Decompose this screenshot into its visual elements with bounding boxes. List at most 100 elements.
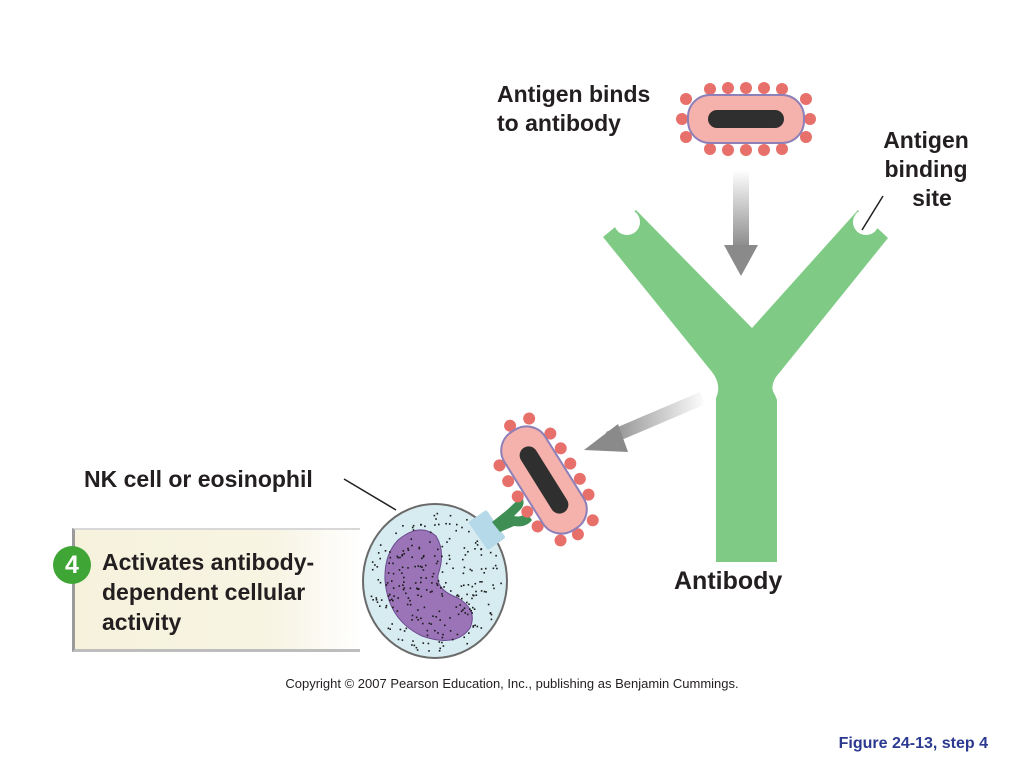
- step-callout-box: [72, 528, 360, 652]
- granule-dot: [392, 562, 394, 565]
- granule-dot: [389, 556, 392, 559]
- granule-dot: [423, 606, 426, 609]
- granule-dot: [480, 554, 483, 556]
- granule-dot: [411, 614, 414, 617]
- granule-dot: [456, 594, 459, 596]
- granule-dot: [472, 626, 474, 628]
- granule-dot: [375, 599, 378, 601]
- granule-dot: [463, 584, 465, 587]
- granule-dot: [431, 590, 433, 593]
- granule-dot: [440, 587, 442, 589]
- granule-dot: [405, 592, 407, 595]
- granule-dot: [403, 576, 405, 579]
- granule-dot: [379, 544, 382, 546]
- nk-cell-leader: [343, 478, 397, 511]
- granule-dot: [468, 603, 470, 605]
- granule-dot: [411, 556, 413, 558]
- granule-dot: [461, 597, 463, 600]
- granule-dot: [430, 623, 433, 625]
- granule-dot: [460, 610, 463, 613]
- granule-dot: [407, 549, 410, 551]
- granule-dot: [463, 636, 465, 639]
- binding-site-leader: [861, 195, 884, 231]
- granule-dot: [474, 624, 476, 627]
- granule-dot: [420, 576, 422, 579]
- antigen-binds-line1: Antigen binds: [497, 81, 651, 107]
- granule-dot: [459, 604, 461, 606]
- granule-dot: [463, 607, 466, 609]
- granule-dot: [422, 622, 424, 625]
- granule-dot: [411, 644, 413, 646]
- granule-dot: [385, 584, 388, 586]
- granule-dot: [396, 555, 399, 558]
- granule-dot: [448, 558, 451, 560]
- granule-dot: [490, 613, 493, 616]
- granule-dot: [399, 628, 402, 631]
- granule-dot: [436, 512, 439, 515]
- copyright-notice: Copyright © 2007 Pearson Education, Inc.…: [285, 676, 739, 691]
- step-description: Activates antibody- dependent cellular a…: [102, 547, 352, 637]
- granule-dot: [471, 612, 473, 614]
- granule-dot: [391, 623, 393, 625]
- figure-caption: Figure 24-13, step 4: [838, 735, 988, 752]
- granule-dot: [475, 590, 477, 593]
- granule-dot: [379, 605, 381, 607]
- granule-dot: [489, 551, 492, 554]
- granule-dot: [439, 619, 441, 621]
- granule-dot: [412, 529, 415, 531]
- granule-dot: [402, 588, 405, 591]
- granule-dot: [388, 562, 390, 564]
- granule-dot: [437, 632, 439, 634]
- granule-dot: [396, 610, 399, 612]
- granule-dot: [480, 590, 483, 592]
- granule-dot: [434, 555, 436, 557]
- granule-dot: [429, 591, 432, 593]
- granule-dot: [405, 627, 408, 630]
- granule-dot: [421, 557, 423, 560]
- granule-dot: [392, 572, 395, 575]
- granule-dot: [480, 568, 483, 570]
- granule-dot: [466, 601, 468, 604]
- granule-dot: [481, 581, 483, 583]
- granule-dot: [427, 642, 430, 645]
- granule-dot: [429, 531, 432, 534]
- granule-dot: [389, 628, 391, 630]
- granule-dot: [419, 565, 422, 568]
- granule-dot: [438, 523, 440, 526]
- granule-dot: [445, 562, 448, 565]
- granule-dot: [391, 580, 393, 582]
- granule-dot: [441, 595, 444, 597]
- granule-dot: [425, 577, 427, 579]
- granule-dot: [407, 567, 409, 569]
- granule-dot: [472, 594, 474, 596]
- antigen-binds-line2: to antibody: [497, 110, 621, 136]
- granule-dot: [384, 550, 387, 552]
- granule-dot: [471, 597, 473, 600]
- granule-dot: [406, 603, 409, 606]
- granule-dot: [423, 554, 425, 557]
- granule-dot: [441, 555, 443, 558]
- granule-dot: [387, 572, 390, 574]
- granule-dot: [391, 598, 393, 601]
- granule-dot: [415, 616, 418, 619]
- granule-dot: [431, 582, 433, 584]
- granule-dot: [412, 640, 414, 642]
- granule-dot: [387, 595, 390, 597]
- step-line1: Activates antibody-: [102, 549, 315, 575]
- granule-dot: [401, 639, 404, 641]
- granule-dot: [475, 594, 478, 596]
- granule-dot: [494, 564, 497, 567]
- granule-dot: [392, 606, 394, 609]
- granule-dot: [401, 553, 404, 556]
- granule-dot: [449, 630, 452, 632]
- granule-dot: [476, 540, 479, 542]
- granule-dot: [445, 522, 447, 525]
- granule-dot: [393, 595, 395, 597]
- binding-site-line1: Antigen: [883, 127, 969, 153]
- granule-dot: [432, 615, 434, 617]
- granule-dot: [371, 568, 374, 571]
- granule-dot: [448, 537, 451, 540]
- granule-dot: [455, 606, 458, 608]
- granule-dot: [418, 547, 421, 550]
